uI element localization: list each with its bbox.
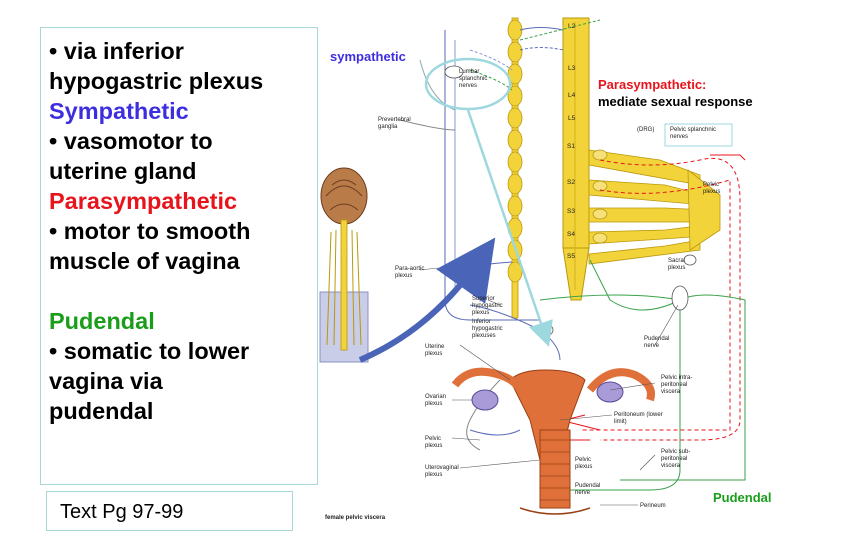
text-line-2: hypogastric plexus — [49, 68, 264, 94]
overlay-pudendal: Pudendal — [713, 490, 772, 505]
label-prevertebral-2: ganglia — [378, 124, 398, 130]
label-pelvic-intra-2: peritoneal — [661, 382, 687, 388]
label-sacral-plexus-2: plexus — [668, 265, 685, 271]
sympathetic-chain — [507, 17, 523, 319]
label-para-aortic-2: plexus — [395, 273, 412, 279]
summary-text-box: • via inferior hypogastric plexus Sympat… — [40, 27, 318, 485]
label-prevertebral-1: Prevertebral — [378, 117, 411, 123]
label-uterine-plexus-1: Uterine — [425, 344, 445, 350]
label-pelvic-intra-3: viscera — [661, 389, 681, 395]
overlay-mediate: mediate sexual response — [598, 94, 753, 109]
segment-L2: L2 — [568, 23, 576, 30]
label-pelvic-plexus-l-2: plexus — [425, 443, 442, 449]
uterus-illustration — [451, 367, 655, 515]
label-uterovaginal-2: plexus — [425, 472, 442, 478]
label-pudendal-nerve-c-2: nerve — [575, 490, 591, 496]
text-line-10: • somatic to lower — [49, 338, 250, 364]
label-perineum: Perineum — [640, 503, 666, 509]
label-superior-hypo-1: Superior — [472, 296, 495, 302]
segment-S5: S5 — [567, 253, 575, 260]
figure-caption: female pelvic viscera — [325, 515, 386, 521]
segment-L5: L5 — [568, 115, 576, 122]
label-para-aortic-1: Para-aortic — [395, 266, 424, 272]
segment-S2: S2 — [567, 179, 575, 186]
label-superior-hypo-3: plexus — [472, 310, 489, 316]
label-pelvic-splanchnic-2: nerves — [670, 134, 688, 140]
overlay-parasympathetic: Parasympathetic: — [598, 77, 706, 92]
label-pelvic-plexus-c-2: plexus — [575, 464, 592, 470]
text-line-12: pudendal — [49, 398, 154, 424]
parasympathetic-heading: Parasympathetic — [49, 188, 238, 214]
segment-S1: S1 — [567, 143, 575, 150]
label-peritoneum-2: limit) — [614, 419, 627, 425]
text-line-4: • vasomotor to — [49, 128, 213, 154]
label-pelvic-plexus-r-2: plexus — [703, 189, 720, 195]
diagram-labels: Lumbar splanchnic nerves Prevertebral ga… — [325, 69, 720, 521]
segment-L3: L3 — [568, 65, 576, 72]
label-lumbar-2: splanchnic — [459, 76, 487, 82]
label-ovarian-plexus-1: Ovarian — [425, 394, 446, 400]
text-line-1: • via inferior — [49, 38, 184, 64]
label-pelvic-intra-1: Pelvic intra- — [661, 375, 692, 381]
lumbar-highlight — [424, 57, 733, 347]
label-pudendal-nerve-r-1: Pudendal — [644, 336, 669, 342]
label-inferior-hypo-1: Inferior — [472, 319, 491, 325]
spinal-cord-thumbnail — [319, 167, 369, 363]
label-pelvic-splanchnic-1: Pelvic splanchnic — [670, 127, 716, 133]
reference-box: Text Pg 97-99 — [46, 491, 293, 531]
segment-labels: L2 L3 L4 L5 S1 S2 S3 S4 S5 — [567, 23, 576, 260]
pudendal-heading: Pudendal — [49, 308, 155, 334]
label-pelvic-sub-1: Pelvic sub- — [661, 449, 690, 455]
segment-L4: L4 — [568, 92, 576, 99]
label-peritoneum-1: Peritoneum (lower — [614, 412, 663, 418]
text-line-8: muscle of vagina — [49, 248, 240, 274]
text-line-5: uterine gland — [49, 158, 197, 184]
segment-S3: S3 — [567, 208, 575, 215]
sympathetic-heading: Sympathetic — [49, 98, 189, 124]
text-line-11: vagina via — [49, 368, 163, 394]
label-inferior-hypo-3: plexuses — [472, 333, 496, 339]
label-drg: (DRG) — [637, 127, 654, 133]
label-inferior-hypo-2: hypogastric — [472, 326, 503, 332]
leader-lines — [419, 267, 679, 506]
drg-ganglia — [592, 149, 608, 244]
label-lumbar-3: nerves — [459, 83, 477, 89]
overlay-sympathetic: sympathetic — [330, 49, 406, 64]
label-pudendal-nerve-r-2: nerve — [644, 343, 660, 349]
label-superior-hypo-2: hypogastric — [472, 303, 503, 309]
label-pudendal-nerve-c-1: Pudendal — [575, 483, 600, 489]
sacral-roots — [588, 149, 721, 265]
label-pelvic-plexus-l-1: Pelvic — [425, 436, 441, 442]
label-uterine-plexus-2: plexus — [425, 351, 442, 357]
label-pelvic-sub-2: peritoneal — [661, 456, 687, 462]
label-uterovaginal-1: Uterovaginal — [425, 465, 459, 471]
spinal-cord: L2 L3 L4 L5 S1 S2 S3 S4 S5 — [562, 17, 590, 301]
label-pelvic-plexus-r-1: Pelvic — [703, 182, 719, 188]
reference-text: Text Pg 97-99 — [60, 501, 184, 523]
label-pelvic-sub-3: viscera — [661, 463, 681, 469]
label-pelvic-plexus-c-1: Pelvic — [575, 457, 591, 463]
label-sacral-plexus-1: Sacral — [668, 258, 685, 264]
text-line-7: • motor to smooth — [49, 218, 251, 244]
label-ovarian-plexus-2: plexus — [425, 401, 442, 407]
label-lumbar-1: Lumbar — [459, 69, 479, 75]
segment-S4: S4 — [567, 231, 575, 238]
sympathetic-arrow — [358, 237, 496, 363]
